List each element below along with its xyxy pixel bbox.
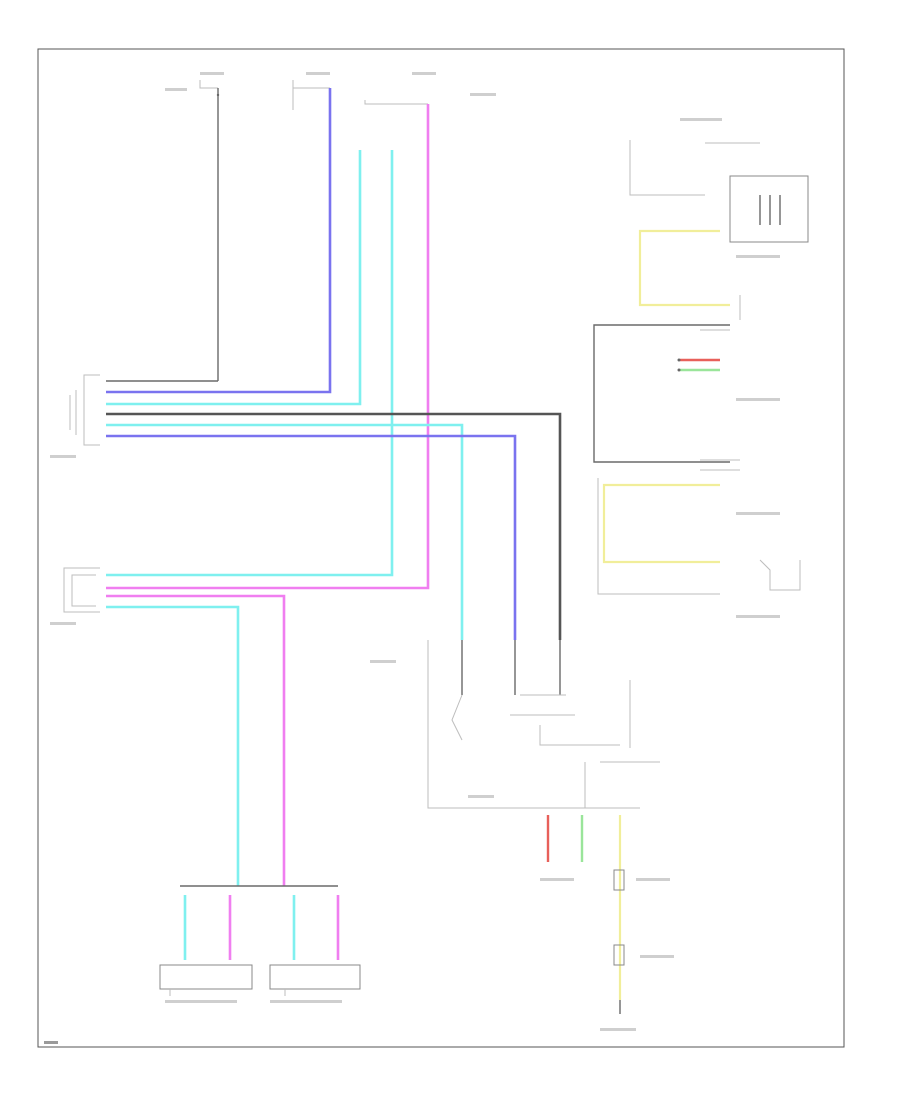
diagram-frame — [37, 48, 845, 1048]
top-junction-blocks — [199, 80, 428, 381]
top-vertical-wires — [106, 88, 430, 590]
central-switch-assembly — [427, 640, 660, 809]
right-module-lower — [597, 459, 801, 595]
right-module-top — [629, 140, 809, 307]
bottom-switch-branch — [159, 885, 361, 996]
faded-labels — [44, 72, 780, 1044]
lower-left-connector — [63, 567, 286, 886]
right-module-middle — [593, 295, 741, 463]
bottom-center-leads — [546, 815, 625, 1014]
left-connector-wires — [69, 374, 562, 640]
